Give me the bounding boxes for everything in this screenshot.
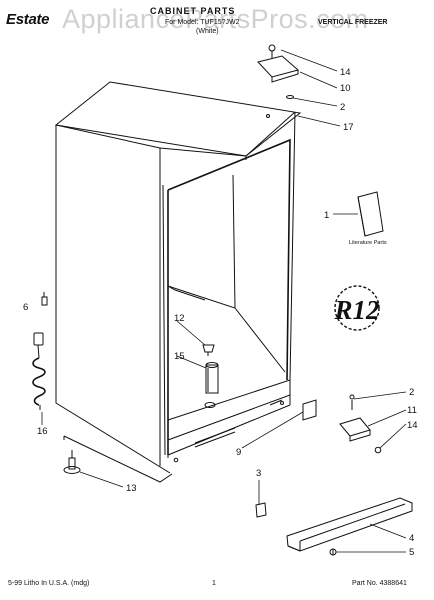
clip-part bbox=[41, 292, 48, 306]
page-title: CABINET PARTS bbox=[150, 6, 236, 16]
callout-1: 1 bbox=[324, 210, 329, 221]
callout-3: 3 bbox=[256, 468, 261, 479]
toe-grille bbox=[286, 497, 413, 552]
callout-13: 13 bbox=[126, 483, 137, 494]
part-number: Part No. 4388641 bbox=[352, 580, 407, 587]
model-number: For Model: TUF15?JW2 bbox=[165, 19, 240, 26]
product-type: VERTICAL FREEZER bbox=[318, 19, 388, 26]
grille-clip bbox=[255, 502, 267, 518]
callout-15: 15 bbox=[174, 351, 185, 362]
callout-12: 12 bbox=[174, 313, 185, 324]
literature-parts-label: Literature Parts bbox=[349, 240, 387, 246]
callout-17: 17 bbox=[343, 122, 354, 133]
grille-screw bbox=[329, 548, 337, 556]
cabinet-body bbox=[54, 81, 302, 483]
callout-10: 10 bbox=[340, 83, 351, 94]
watermark-text: AppliancePartsPros.com bbox=[62, 4, 369, 34]
callout-4: 4 bbox=[409, 533, 414, 544]
top-hinge-bracket bbox=[257, 44, 300, 118]
callout-9: 9 bbox=[236, 447, 241, 458]
callout-2-bottom: 2 bbox=[409, 387, 414, 398]
callout-numbers: 14 10 2 17 1 Literature Parts 6 12 15 16… bbox=[23, 67, 418, 558]
callout-16: 16 bbox=[37, 426, 48, 437]
leader-lines bbox=[41, 49, 407, 553]
leveling-leg bbox=[63, 450, 81, 474]
page-number: 1 bbox=[212, 580, 216, 587]
drain-tube bbox=[202, 344, 219, 394]
callout-5: 5 bbox=[409, 547, 414, 558]
literature-booklet bbox=[357, 191, 384, 237]
brand-logo: Estate bbox=[6, 11, 50, 28]
power-cord bbox=[32, 332, 46, 410]
callout-6: 6 bbox=[23, 302, 28, 313]
r12-stamp: R12 bbox=[333, 285, 380, 331]
callout-14-bottom: 14 bbox=[407, 420, 418, 431]
model-variant: (White) bbox=[196, 28, 219, 35]
bottom-hinge-bracket bbox=[302, 394, 382, 454]
callout-14-top: 14 bbox=[340, 67, 351, 78]
callout-11: 11 bbox=[407, 405, 417, 416]
litho-note: 5-99 Litho In U.S.A. (mdg) bbox=[8, 580, 90, 587]
callout-2-top: 2 bbox=[340, 102, 345, 113]
r12-text: R12 bbox=[333, 295, 379, 325]
